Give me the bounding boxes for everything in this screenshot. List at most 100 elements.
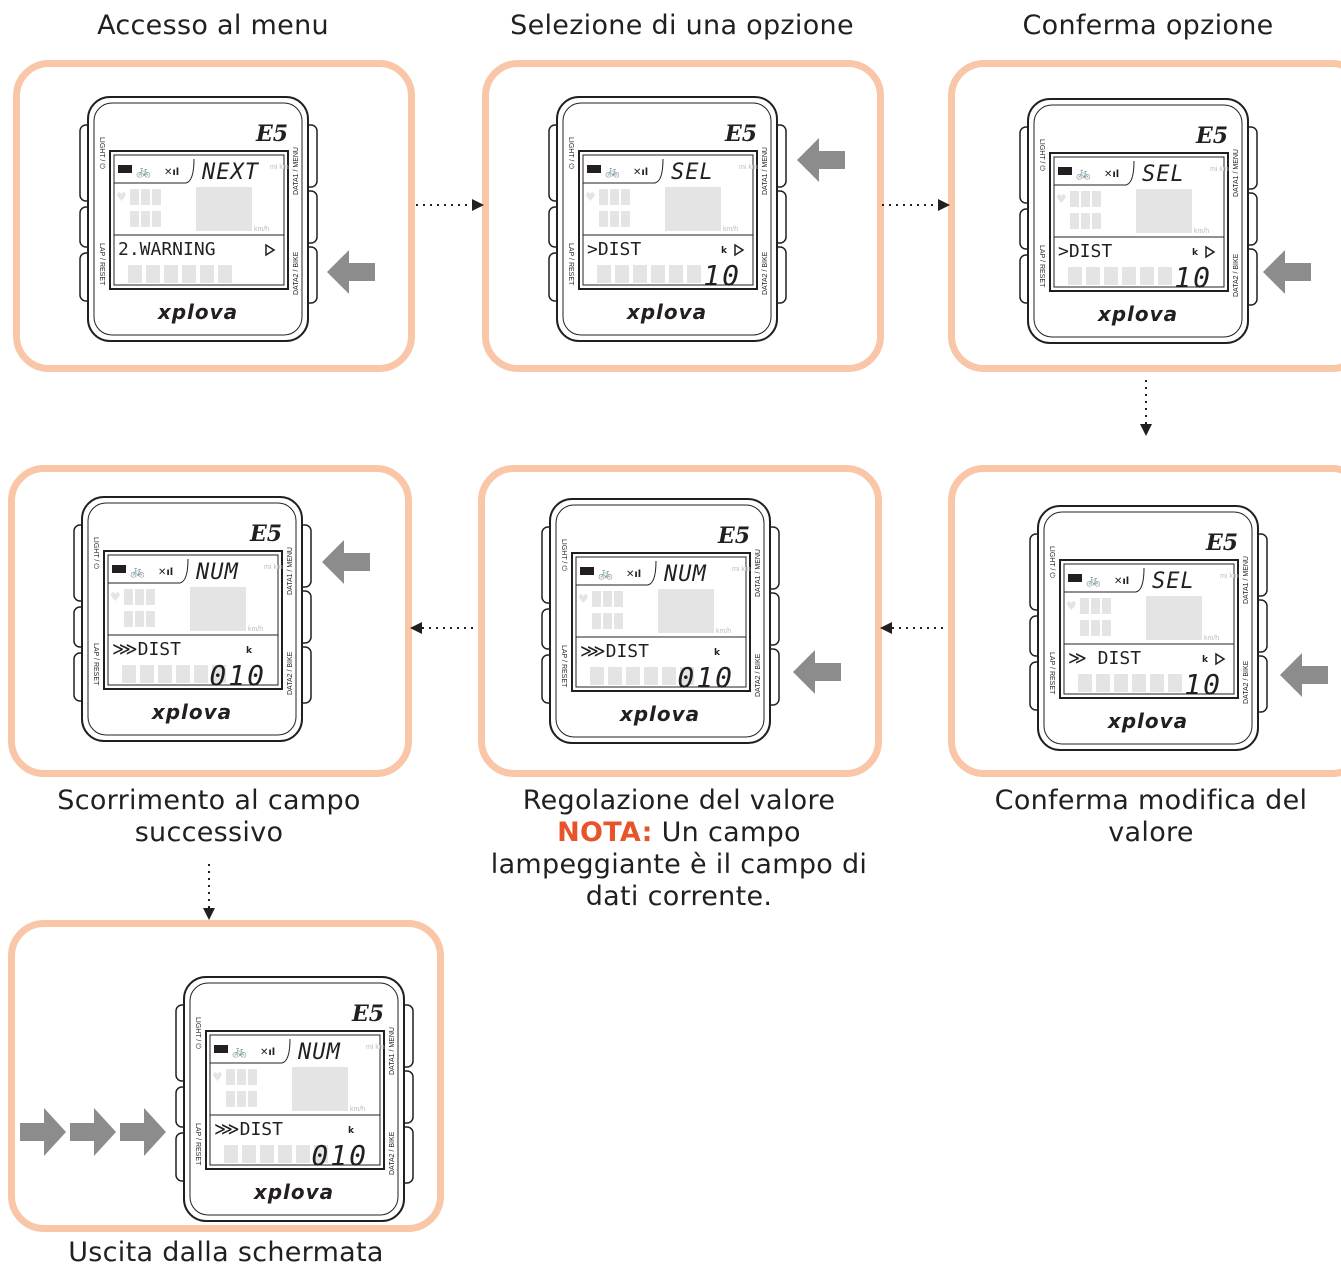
data2-bike-label: DATA2 / BIKE: [389, 1131, 396, 1175]
dist-unit-label: mi km: [366, 1044, 385, 1051]
speed-unit-label: km/h: [1194, 228, 1209, 235]
lcd-frame: [1063, 563, 1235, 695]
data2-bike-label: DATA2 / BIKE: [1233, 253, 1240, 297]
lcd-ghost-segment: [158, 665, 172, 683]
bike-icon: 🚲: [136, 164, 151, 178]
lap-reset-label: LAP / RESET: [1038, 245, 1045, 288]
lcd-ghost-segment: [1104, 267, 1118, 285]
lcd-top-text: NEXT: [201, 160, 260, 185]
caption-step-3: Conferma opzione: [1022, 10, 1274, 41]
play-icon: [265, 243, 276, 257]
lcd-ghost-segment: [610, 211, 619, 227]
lcd-ghost-segment: [1068, 267, 1082, 285]
lcd-ghost-segment: [1150, 674, 1164, 692]
lcd-ghost-segment: [1078, 674, 1092, 692]
heart-icon: ♥: [1066, 599, 1077, 613]
press-arrow-icon: [797, 138, 845, 182]
brand-logo: xplova: [1107, 709, 1188, 733]
speed-unit-label: km/h: [1204, 635, 1219, 642]
press-arrow-icon: [322, 540, 370, 584]
dist-unit-label: mi km: [732, 566, 751, 573]
data2-bike-label: DATA2 / BIKE: [755, 653, 762, 697]
brand-logo: xplova: [619, 702, 700, 726]
model-badge: E5: [717, 523, 750, 549]
lcd-value: 10: [1174, 261, 1212, 294]
lcd-ghost-segment: [592, 591, 601, 607]
lcd-row-text: ⋙DIST: [214, 1119, 283, 1140]
data2-bike-label: DATA2 / BIKE: [293, 251, 300, 295]
lcd-ghost-segment: [1102, 620, 1111, 636]
lcd-value: 010: [677, 661, 734, 694]
caption-step-1: Accesso al menu: [97, 10, 329, 41]
lcd-ghost-segment: [200, 265, 214, 283]
battery-icon: [587, 165, 601, 173]
lcd-ghost-segment: [615, 265, 629, 283]
brand-logo: xplova: [157, 300, 238, 324]
bike-icon: 🚲: [1086, 573, 1101, 587]
caption-line: Scorrimento al campo: [57, 785, 361, 816]
lcd-ghost-segment: [610, 189, 619, 205]
status-divider: [114, 158, 195, 184]
lcd-ghost-segment: [224, 1145, 238, 1163]
lcd-ghost-segment: [590, 667, 604, 685]
press-arrow-icon: [1280, 653, 1328, 697]
caption-step-4: Conferma modifica del valore: [951, 785, 1341, 849]
lcd-ghost-segment: [597, 265, 611, 283]
km-icon: k: [714, 648, 721, 658]
lcd-ghost-segment: [260, 1145, 274, 1163]
lcd-top-text: SEL: [1142, 162, 1185, 187]
caption-step-2: Selezione di una opzione: [510, 10, 854, 41]
lcd-value: 010: [209, 659, 266, 692]
lcd-ghost-segment: [1114, 674, 1128, 692]
lcd-ghost-segment: [226, 1069, 235, 1085]
caption-line: Conferma modifica del: [994, 785, 1308, 816]
lcd-ghost-segment: [1081, 191, 1090, 207]
dist-unit-label: mi km: [739, 164, 758, 171]
note-text: Un campo: [652, 817, 801, 848]
lcd-frame: [1053, 156, 1225, 288]
lcd-ghost-segment: [141, 189, 150, 205]
lcd-ghost-segment: [226, 1091, 235, 1107]
lap-reset-label: LAP / RESET: [560, 645, 567, 688]
status-divider: [108, 558, 189, 584]
lcd-top-text: SEL: [1152, 569, 1195, 594]
km-icon: k: [1202, 655, 1209, 665]
lcd-ghost-segment: [687, 265, 701, 283]
lcd-ghost-segment: [124, 611, 133, 627]
lcd-ghost-segment: [599, 211, 608, 227]
speed-unit-label: km/h: [716, 628, 731, 635]
lcd-ghost-segment: [680, 667, 694, 685]
lcd-value: 010: [311, 1139, 368, 1172]
lcd-ghost-segment: [218, 265, 232, 283]
status-divider: [1064, 567, 1145, 593]
brand-logo: xplova: [626, 300, 707, 324]
device-bezel: [1033, 104, 1243, 338]
lcd-ghost-segment: [621, 189, 630, 205]
data1-menu-label: DATA1 / MENU: [287, 547, 294, 595]
lcd-ghost-segment: [1080, 620, 1089, 636]
lcd-frame: [209, 1034, 381, 1166]
lcd-ghost-segment: [592, 613, 601, 629]
lcd-ghost-segment: [665, 187, 721, 231]
lcd-ghost-segment: [658, 589, 714, 633]
status-divider: [1054, 160, 1135, 186]
lcd-ghost-segment: [130, 189, 139, 205]
brand-logo: xplova: [151, 700, 232, 724]
speed-unit-label: km/h: [248, 626, 263, 633]
lcd-ghost-segment: [248, 1091, 257, 1107]
flow-arrow-1-2: [416, 199, 484, 211]
lcd-ghost-segment: [644, 667, 658, 685]
lcd-ghost-segment: [633, 265, 647, 283]
lap-reset-label: LAP / RESET: [98, 243, 105, 286]
signal-icon: ✕ıl: [260, 1047, 275, 1058]
lcd-ghost-segment: [140, 665, 154, 683]
data1-menu-label: DATA1 / MENU: [755, 549, 762, 597]
note-label: NOTA:: [557, 817, 653, 848]
bike-icon: 🚲: [130, 564, 145, 578]
caption-step-6: Scorrimento al campo successivo: [8, 785, 410, 849]
lcd-ghost-segment: [141, 211, 150, 227]
lcd-ghost-segment: [190, 587, 246, 631]
